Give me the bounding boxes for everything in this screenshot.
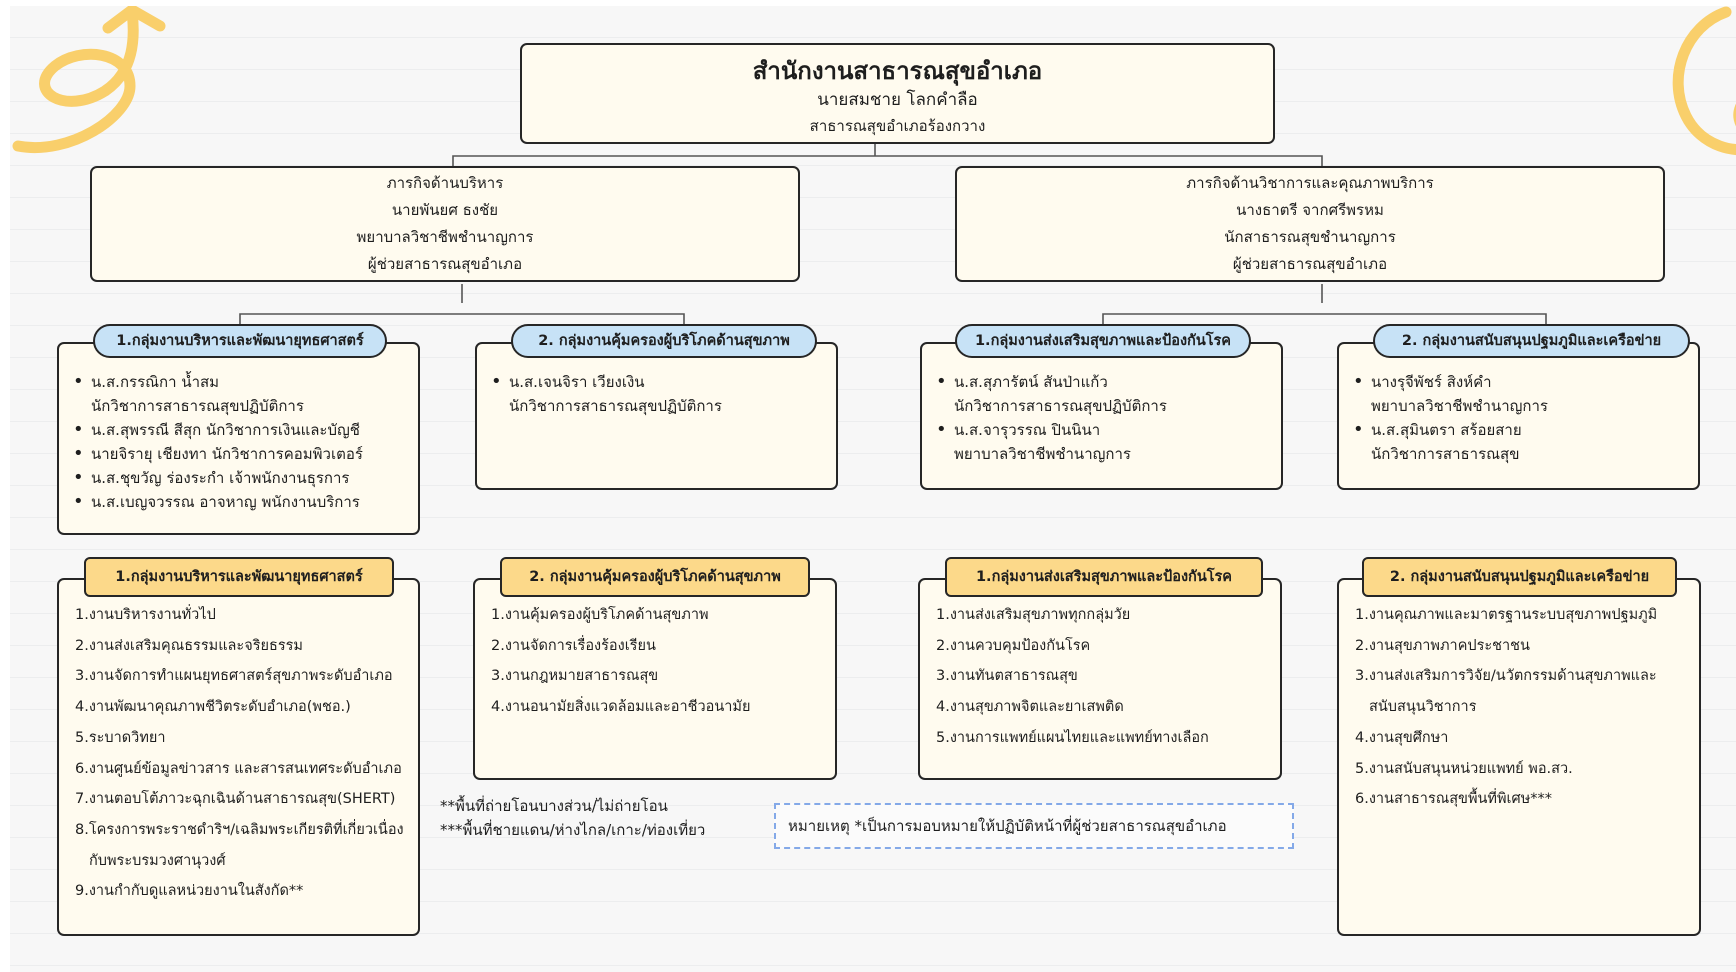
list-item: 9.งานกำกับดูแลหน่วยงานในสังกัด** [75, 883, 304, 900]
list-item: 2.งานจัดการเรื่องร้องเรียน [491, 637, 656, 654]
list-item: 2.งานสุขภาพภาคประชาชน [1355, 637, 1530, 654]
staff-header-consumer-protection: 2. กลุ่มงานคุ้มครองผู้บริโภคด้านสุขภาพ [511, 324, 817, 358]
academic-branch-name: นางธาตรี จากศรีพรหม [1236, 201, 1384, 219]
list-item: น.ส.เจนจิรา เวียงเงินนักวิชาการสาธารณสุข… [485, 370, 836, 418]
list-item: 5.ระบาดวิทยา [75, 729, 166, 746]
list-item: 4.งานสุขภาพจิตและยาเสพติด [936, 699, 1124, 716]
swirl-arrow-doodle [12, 6, 166, 153]
list-item: 7.งานตอบโต้ภาวะฉุกเฉินด้านสาธารณสุข(SHER… [75, 791, 396, 808]
list-item: น.ส.สุภารัตน์ สันป่าแก้วนักวิชาการสาธารณ… [930, 370, 1281, 418]
list-item: 4.งานสุขศึกษา [1355, 729, 1449, 746]
task-header-consumer-protection: 2. กลุ่มงานคุ้มครองผู้บริโภคด้านสุขภาพ [500, 557, 810, 597]
list-item: 6.งานศูนย์ข้อมูลข่าวสาร และสารสนเทศระดับ… [75, 760, 402, 777]
academic-branch-role: ผู้ช่วยสาธารณสุขอำเภอ [1232, 255, 1388, 273]
list-item: 1.งานส่งเสริมสุขภาพทุกกลุ่มวัย [936, 607, 1131, 623]
list-item: นายจิรายุ เชียงทา นักวิชาการคอมพิวเตอร์ [67, 442, 418, 466]
footnotes: **พื้นที่ถ่ายโอนบางส่วน/ไม่ถ่ายโอน ***พื… [440, 794, 705, 842]
list-item: กับพระบรมวงศานุวงศ์ [89, 852, 226, 869]
footnote-transfer: **พื้นที่ถ่ายโอนบางส่วน/ไม่ถ่ายโอน [440, 797, 668, 815]
org-chart-canvas: สำนักงานสาธารณสุขอำเภอ นายสมชาย โลกคำลือ… [10, 6, 1736, 972]
list-item: 1.งานคุ้มครองผู้บริโภคด้านสุขภาพ [491, 607, 709, 623]
list-item: น.ส.จารุวรรณ ปินนินาพยาบาลวิชาชีพชำนาญกา… [930, 418, 1281, 466]
list-item: 8.โครงการพระราชดำริฯ/เฉลิมพระเกียรติที่เ… [75, 821, 404, 838]
task-box-health-promotion: 1.งานส่งเสริมสุขภาพทุกกลุ่มวัย 2.งานควบค… [918, 578, 1282, 780]
task-box-admin-strategy: 1.งานบริหารงานทั่วไป 2.งานส่งเสริมคุณธรร… [57, 578, 420, 936]
staff-box-health-promotion: น.ส.สุภารัตน์ สันป่าแก้วนักวิชาการสาธารณ… [920, 342, 1283, 490]
list-item: 2.งานส่งเสริมคุณธรรมและจริยธรรม [75, 637, 303, 654]
list-item: 3.งานทันตสาธารณสุข [936, 668, 1078, 685]
remark-note: หมายเหตุ *เป็นการมอบหมายให้ปฏิบัติหน้าที… [774, 803, 1294, 849]
list-item: 4.งานพัฒนาคุณภาพชีวิตระดับอำเภอ(พชอ.) [75, 699, 351, 716]
list-item: 4.งานอนามัยสิ่งแวดล้อมและอาชีวอนามัย [491, 699, 751, 716]
admin-branch-name: นายพันยศ ธงชัย [391, 201, 499, 219]
list-item: 2.งานควบคุมป้องกันโรค [936, 637, 1091, 654]
list-item: 1.งานบริหารงานทั่วไป [75, 607, 216, 623]
staff-box-primary-care: นางรุจีพัชร์ สิงห์คำพยาบาลวิชาชีพชำนาญกา… [1337, 342, 1700, 490]
academic-branch-position: นักสาธารณสุขชำนาญการ [1224, 228, 1396, 246]
list-item: น.ส.สุพรรณี สีสุก นักวิชาการเงินและบัญชี [67, 418, 418, 442]
list-item: น.ส.กรรณิกา น้ำสมนักวิชาการสาธารณสุขปฏิบ… [67, 370, 418, 418]
director-name: นายสมชาย โลกคำลือ [817, 90, 978, 110]
task-box-primary-care: 1.งานคุณภาพและมาตรฐานระบบสุขภาพปฐมภูมิ 2… [1337, 578, 1701, 936]
list-item: 5.งานสนับสนุนหน่วยแพทย์ พอ.สว. [1355, 760, 1573, 777]
staff-box-consumer-protection: น.ส.เจนจิรา เวียงเงินนักวิชาการสาธารณสุข… [475, 342, 838, 490]
office-title: สำนักงานสาธารณสุขอำเภอ [752, 57, 1043, 85]
academic-branch-mission: ภารกิจด้านวิชาการและคุณภาพบริการ [1186, 174, 1434, 192]
swirl-loop-doodle [1672, 6, 1736, 156]
list-item: 3.งานส่งเสริมการวิจัย/นวัตกรรมด้านสุขภาพ… [1355, 668, 1657, 685]
footnote-special-area: ***พื้นที่ชายแดน/ห่างไกล/เกาะ/ท่องเที่ยว [440, 821, 706, 839]
task-header-health-promotion: 1.กลุ่มงานส่งเสริมสุขภาพและป้องกันโรค [945, 557, 1263, 597]
admin-branch-role: ผู้ช่วยสาธารณสุขอำเภอ [367, 255, 523, 273]
staff-header-primary-care: 2. กลุ่มงานสนับสนุนปฐมภูมิและเครือข่าย [1373, 324, 1690, 358]
academic-branch-box: ภารกิจด้านวิชาการและคุณภาพบริการ นางธาตร… [955, 166, 1665, 282]
list-item: 5.งานการแพทย์แผนไทยและแพทย์ทางเลือก [936, 729, 1209, 746]
director-box: สำนักงานสาธารณสุขอำเภอ นายสมชาย โลกคำลือ… [520, 43, 1275, 144]
list-item: น.ส.เบญจวรรณ อาจหาญ พนักงานบริการ [67, 490, 418, 514]
admin-branch-box: ภารกิจด้านบริหาร นายพันยศ ธงชัย พยาบาลวิ… [90, 166, 800, 282]
list-item: 1.งานคุณภาพและมาตรฐานระบบสุขภาพปฐมภูมิ [1355, 607, 1658, 623]
list-item: นางรุจีพัชร์ สิงห์คำพยาบาลวิชาชีพชำนาญกา… [1347, 370, 1698, 418]
task-header-primary-care: 2. กลุ่มงานสนับสนุนปฐมภูมิและเครือข่าย [1362, 557, 1677, 597]
list-item: 3.งานกฎหมายสาธารณสุข [491, 668, 659, 685]
director-position: สาธารณสุขอำเภอร้องกวาง [809, 117, 986, 135]
staff-header-health-promotion: 1.กลุ่มงานส่งเสริมสุขภาพและป้องกันโรค [955, 324, 1251, 358]
admin-branch-position: พยาบาลวิชาชีพชำนาญการ [356, 228, 534, 246]
list-item: 6.งานสาธารณสุขพื้นที่พิเศษ*** [1355, 791, 1553, 808]
list-item: 3.งานจัดการทำแผนยุทธศาสตร์สุขภาพระดับอำเ… [75, 668, 393, 685]
admin-branch-mission: ภารกิจด้านบริหาร [386, 174, 504, 192]
staff-box-admin-strategy: น.ส.กรรณิกา น้ำสมนักวิชาการสาธารณสุขปฏิบ… [57, 342, 420, 535]
list-item: น.ส.ชุขวัญ ร่องระกำ เจ้าพนักงานธุรการ [67, 466, 418, 490]
staff-header-admin-strategy: 1.กลุ่มงานบริหารและพัฒนายุทธศาสตร์ [93, 324, 387, 358]
task-box-consumer-protection: 1.งานคุ้มครองผู้บริโภคด้านสุขภาพ 2.งานจั… [473, 578, 837, 780]
list-item: สนับสนุนวิชาการ [1369, 699, 1477, 716]
task-header-admin-strategy: 1.กลุ่มงานบริหารและพัฒนายุทธศาสตร์ [84, 557, 394, 597]
